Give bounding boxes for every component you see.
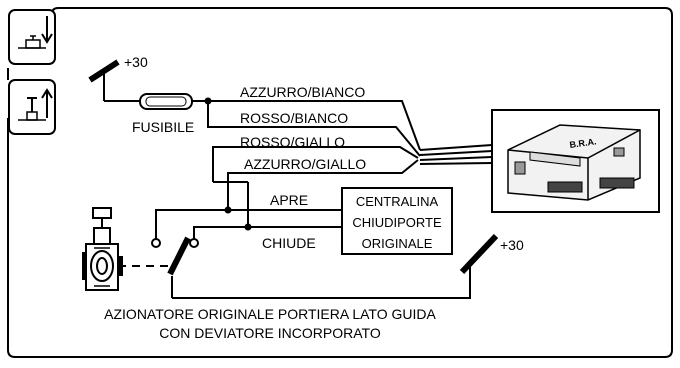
- wire-chiude: [193, 226, 342, 240]
- fuse-label: FUSIBILE: [132, 119, 194, 135]
- wire-bundle: [419, 144, 493, 165]
- module-label: B.R.A.: [569, 136, 597, 150]
- power-label-top: +30: [124, 54, 148, 70]
- control-unit-line1: CENTRALINA: [356, 194, 439, 209]
- label-apre: APRE: [270, 192, 308, 208]
- control-unit-line3: ORIGINALE: [362, 236, 433, 251]
- switch-lever: [167, 236, 191, 276]
- wire-label-azzurro-bianco: AZZURRO/BIANCO: [240, 84, 365, 100]
- wire-label-azzurro-giallo: AZZURRO/GIALLO: [244, 156, 366, 172]
- actuator-caption-line1: AZIONATORE ORIGINALE PORTIERA LATO GUIDA: [104, 306, 436, 322]
- lock-up-icon: [8, 79, 56, 135]
- power-terminal-bottom: [459, 233, 499, 275]
- wire-rosso-bianco: [207, 101, 421, 157]
- wire-azzurro-giallo: [227, 159, 419, 210]
- power-terminal-top: [88, 59, 120, 101]
- wire-rosso-giallo: [212, 146, 419, 182]
- wire-label-rosso-bianco: ROSSO/BIANCO: [240, 110, 348, 126]
- actuator-caption-line2: CON DEVIATORE INCORPORATO: [159, 325, 381, 341]
- power-label-bottom: +30: [500, 237, 524, 253]
- lock-down-icon: [8, 9, 56, 65]
- wire-label-rosso-giallo: ROSSO/GIALLO: [240, 134, 345, 150]
- alarm-module: [491, 109, 660, 213]
- fuse: [139, 93, 193, 110]
- door-actuator: [82, 207, 123, 291]
- control-unit-line2: CHIUDIPORTE: [352, 215, 442, 230]
- wire-azzurro-bianco: [208, 100, 421, 151]
- label-chiude: CHIUDE: [262, 235, 316, 251]
- contact-open: [151, 238, 161, 248]
- control-unit-box: [341, 187, 453, 255]
- ground-return-wire: [172, 262, 471, 299]
- wire-apre: [155, 209, 342, 240]
- contact-close: [189, 238, 199, 248]
